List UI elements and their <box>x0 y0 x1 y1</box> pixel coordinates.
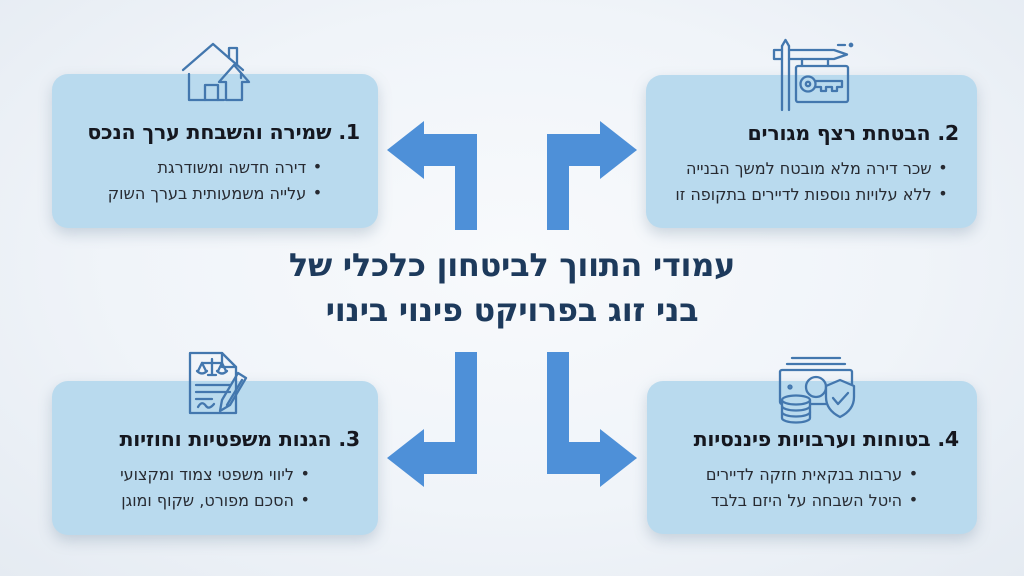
bullet-item: היטל השבחה על היזם בלבד <box>706 487 919 514</box>
bullet-item: ליווי משפטי צמוד ומקצועי <box>120 461 310 488</box>
card-housing-continuity: 2. הבטחת רצף מגורים שכר דירה מלא מובטח ל… <box>646 75 977 228</box>
bullet-item: ערבות בנקאית חזקה לדיירים <box>706 461 918 488</box>
money-coins-shield-icon <box>778 356 856 424</box>
arrow-bottom-left <box>387 352 477 487</box>
arrow-top-left <box>387 121 477 230</box>
card-financial-guarantees: 4. בטוחות וערבויות פיננסיות ערבות בנקאית… <box>647 381 977 534</box>
card-bullets: דירה חדשה ומשודרגת עלייה משמעותית בערך ה… <box>108 154 323 207</box>
bullet-item: דירה חדשה ומשודרגת <box>108 154 322 181</box>
card-title: 3. הגנות משפטיות וחוזיות <box>119 427 360 451</box>
card-bullets: שכר דירה מלא מובטח למשך הבנייה ללא עלויו… <box>675 155 948 208</box>
real-estate-sign-key-icon <box>772 38 854 112</box>
main-title-line2: בני זוג בפרויקט פינוי בינוי <box>325 291 699 329</box>
card-bullets: ליווי משפטי צמוד ומקצועי הסכם מפורט, שקו… <box>120 461 310 514</box>
card-legal-protections: 3. הגנות משפטיות וחוזיות ליווי משפטי צמו… <box>52 381 378 535</box>
arrow-top-right <box>547 121 637 230</box>
main-title: עמודי התווך לביטחון כלכלי של בני זוג בפר… <box>0 243 1024 333</box>
card-bullets: ערבות בנקאית חזקה לדיירים היטל השבחה על … <box>706 461 919 514</box>
bullet-item: ללא עלויות נוספות לדיירים בתקופה זו <box>675 181 948 208</box>
arrow-bottom-right <box>547 352 637 487</box>
legal-document-scales-pen-icon <box>188 351 248 415</box>
card-asset-value: 1. שמירה והשבחת ערך הנכס דירה חדשה ומשוד… <box>52 74 378 228</box>
bullet-item: הסכם מפורט, שקוף ומוגן <box>120 487 310 514</box>
card-title: 1. שמירה והשבחת ערך הנכס <box>87 120 360 144</box>
bullet-item: שכר דירה מלא מובטח למשך הבנייה <box>675 155 948 182</box>
card-title: 4. בטוחות וערבויות פיננסיות <box>693 427 960 451</box>
main-title-line1: עמודי התווך לביטחון כלכלי של <box>288 246 736 284</box>
house-value-up-icon <box>181 42 251 102</box>
card-title: 2. הבטחת רצף מגורים <box>747 121 959 145</box>
bullet-item: עלייה משמעותית בערך השוק <box>108 180 323 207</box>
